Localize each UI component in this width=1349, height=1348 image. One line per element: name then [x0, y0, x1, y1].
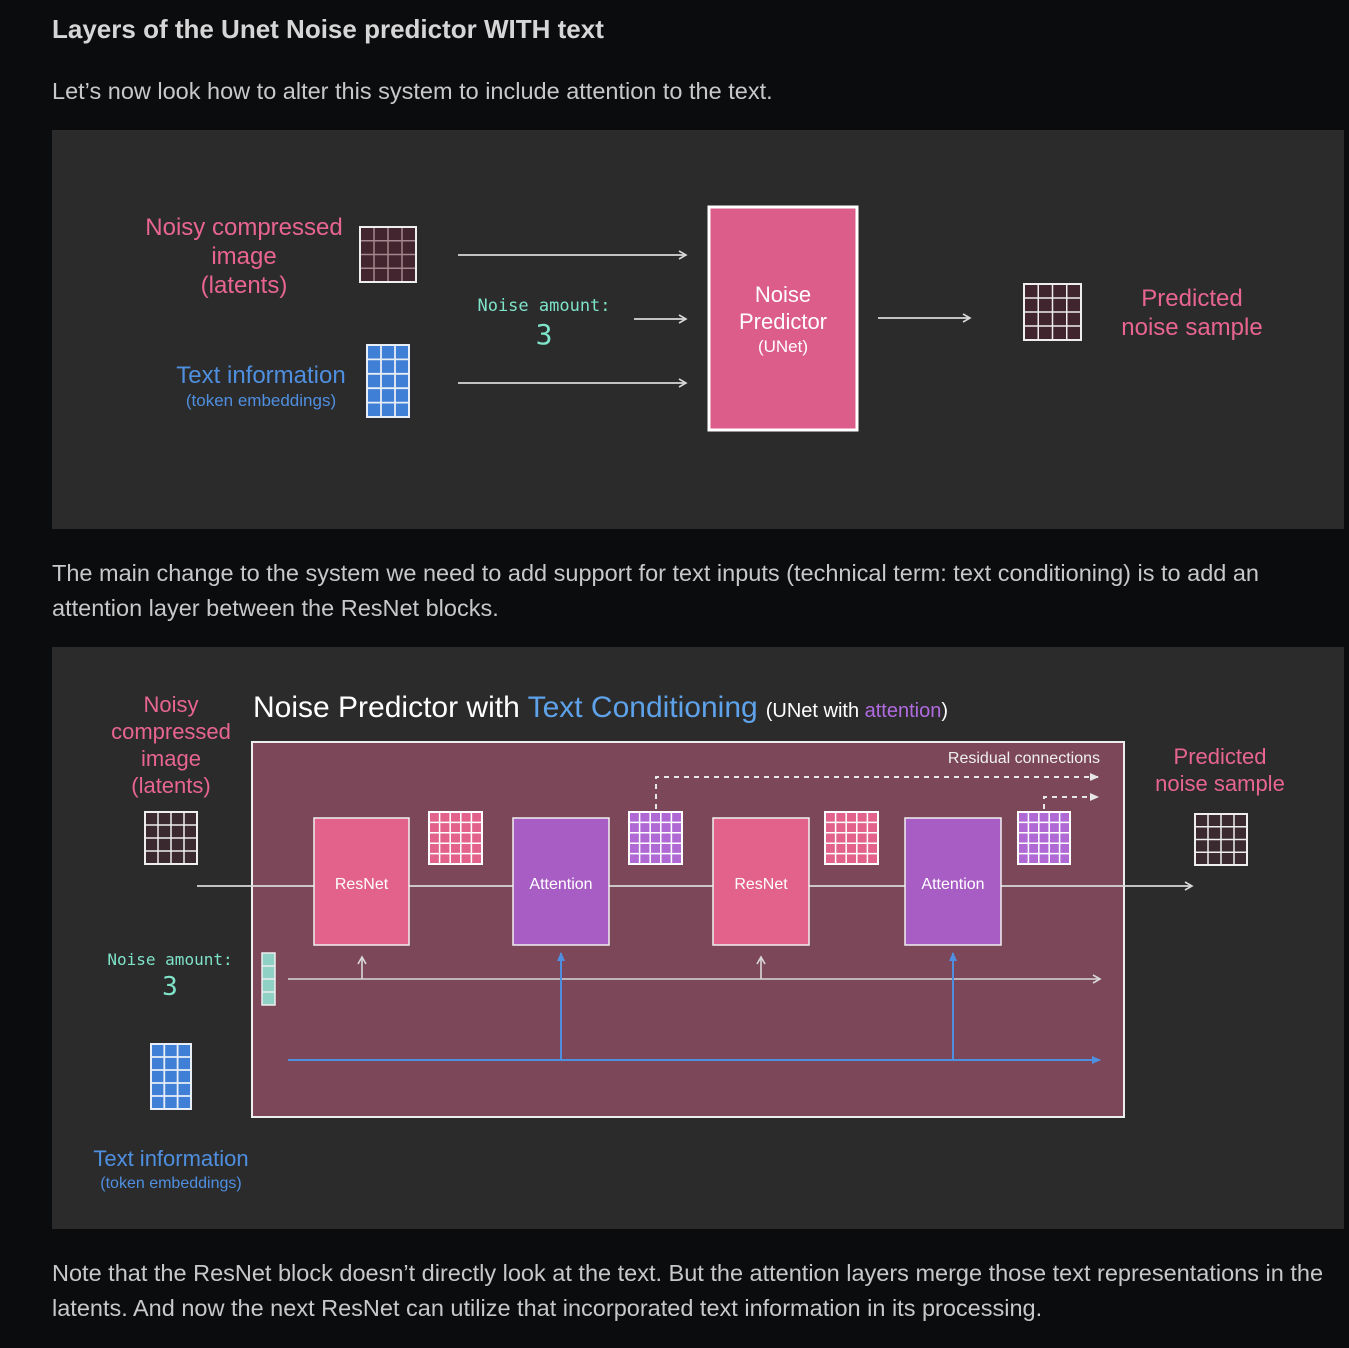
diagram-simple-noise-predictor: Noisy compressed image (latents) Text in… [52, 130, 1344, 529]
predicted-noise-grid-icon [1023, 283, 1082, 341]
output-label-line2: noise sample [1155, 771, 1285, 796]
resnet-block-1 [313, 817, 410, 946]
latents-label-line2: compressed [111, 719, 231, 744]
resnet-output-grid-icon [824, 811, 879, 865]
noise-amount-value: 3 [536, 318, 553, 351]
noise-amount-label: Noise amount: [477, 296, 610, 316]
latents-label-line4: (latents) [131, 773, 210, 798]
predictor-label-line1: Noise [755, 282, 811, 307]
attention-block-1-label: Attention [529, 876, 592, 893]
predictor-label-line3: (UNet) [758, 337, 808, 356]
title-highlight: Text Conditioning [528, 691, 758, 724]
output-label-line2: noise sample [1121, 314, 1262, 341]
residual-connection-2 [1043, 793, 1099, 809]
token-embeddings-grid-icon [150, 1043, 192, 1110]
resnet-block-2 [712, 817, 810, 946]
title-sub-close: ) [941, 700, 948, 722]
latents-label-line1: Noisy compressed [145, 214, 342, 241]
resnet-block-2-label: ResNet [734, 876, 788, 893]
resnet-block-1-label: ResNet [335, 876, 389, 893]
attention-block-2 [904, 817, 1002, 946]
latents-label-line2: image [211, 243, 276, 270]
latents-label-line3: (latents) [201, 272, 288, 299]
predictor-label-line2: Predictor [739, 309, 827, 334]
token-embeddings-grid-icon [366, 344, 410, 418]
latents-label-line1: Noisy [143, 692, 198, 717]
noise-amount-value: 3 [162, 972, 178, 1002]
attention-block-2-label: Attention [921, 876, 984, 893]
section-heading: Layers of the Unet Noise predictor WITH … [52, 14, 604, 44]
diagram-title: Noise Predictor with Text Conditioning (U… [253, 691, 948, 724]
intro-paragraph: Let’s now look how to alter this system … [52, 78, 773, 104]
title-sub-attention: attention [865, 700, 942, 722]
noise-embedding-icon [261, 952, 276, 1006]
text-info-label: Text information [176, 362, 345, 389]
noise-predictor-box [707, 205, 859, 432]
closing-paragraph: Note that the ResNet block doesn’t direc… [52, 1260, 1324, 1321]
output-label-line1: Predicted [1174, 744, 1267, 769]
attention-output-grid-icon [1017, 811, 1071, 865]
title-main: Noise Predictor with [253, 691, 528, 724]
diagram-text-conditioning: Noise Predictor with Text Conditioning (U… [52, 647, 1344, 1229]
latents-grid-icon [359, 226, 417, 283]
text-info-sublabel: (token embeddings) [186, 391, 336, 410]
attention-block-1 [512, 817, 610, 946]
text-info-sublabel: (token embeddings) [100, 1175, 241, 1192]
title-sub-open: (UNet with [766, 700, 865, 722]
noise-amount-label: Noise amount: [107, 950, 232, 969]
residual-connections-label: Residual connections [948, 750, 1100, 767]
middle-paragraph: The main change to the system we need to… [52, 560, 1260, 621]
resnet-output-grid-icon [428, 811, 483, 865]
latents-label-line3: image [141, 746, 201, 771]
output-label-line1: Predicted [1141, 285, 1242, 312]
residual-connection-1 [655, 773, 1099, 809]
predicted-noise-grid-icon [1194, 813, 1248, 866]
latents-grid-icon [144, 811, 198, 865]
text-info-label: Text information [93, 1146, 248, 1171]
attention-output-grid-icon [628, 811, 683, 865]
